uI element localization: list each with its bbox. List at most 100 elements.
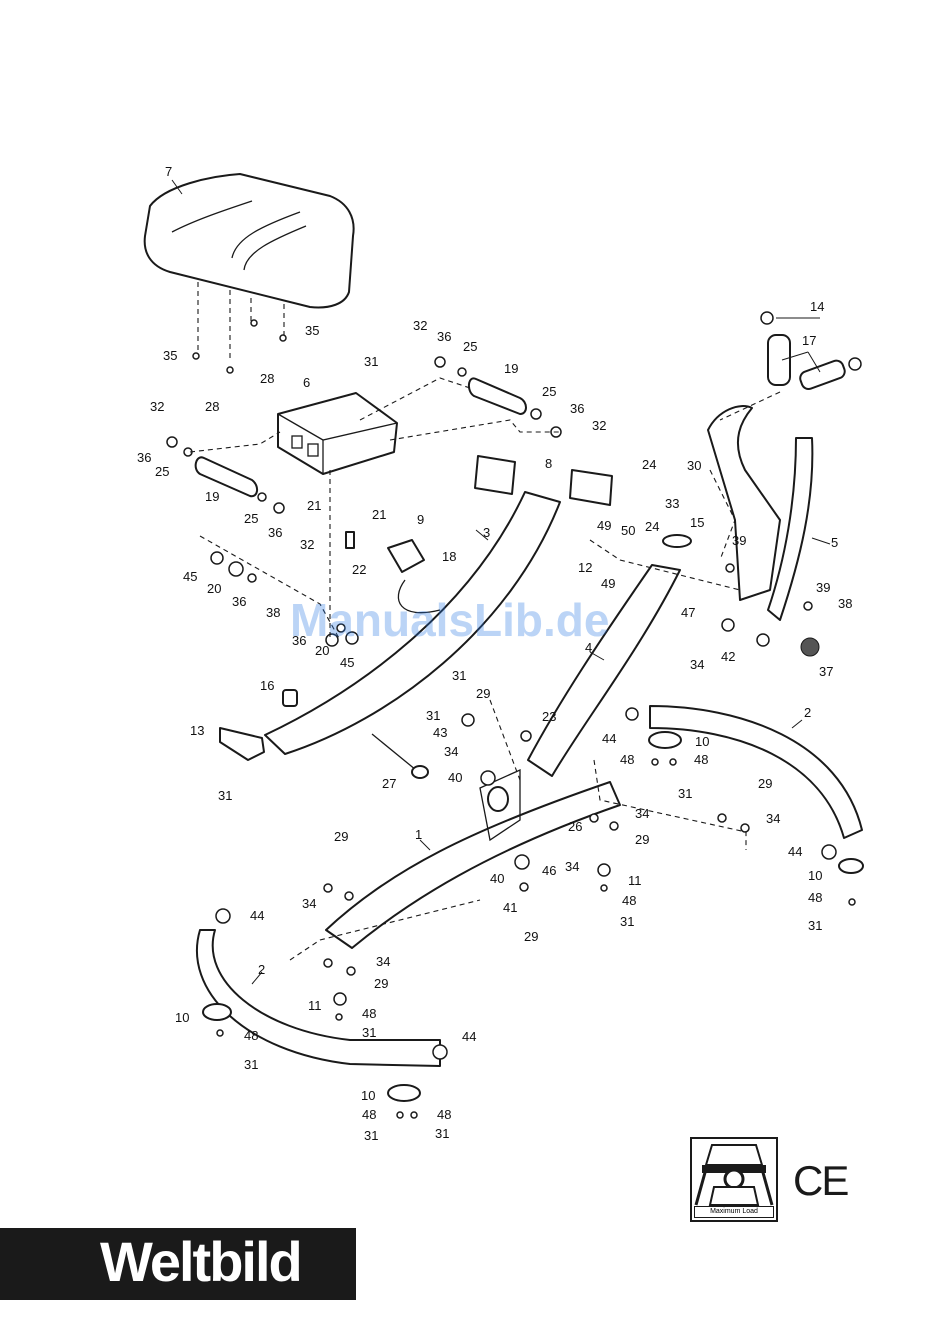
hardware-parts <box>166 311 862 1119</box>
leader-lines <box>171 179 831 985</box>
console-bracket-part <box>277 392 398 475</box>
part-number-label: 16 <box>260 678 274 693</box>
part-number-label: 31 <box>808 918 822 933</box>
part-number-label: 21 <box>307 498 321 513</box>
brand-name: Weltbild <box>100 1230 303 1293</box>
brand-bar <box>0 1228 356 1300</box>
part-number-label: 10 <box>695 734 709 749</box>
part-number-label: 11 <box>308 998 322 1013</box>
weight-icon <box>694 1144 774 1206</box>
part-number-label: 19 <box>205 489 219 504</box>
part-number-label: 29 <box>758 776 772 791</box>
part-number-label: 31 <box>364 1128 378 1143</box>
part-number-label: 40 <box>448 770 462 785</box>
part-number-label: 25 <box>463 339 477 354</box>
part-number-label: 31 <box>678 786 692 801</box>
part-number-label: 29 <box>334 829 348 844</box>
part-number-label: 5 <box>831 535 838 550</box>
part-number-label: 11 <box>628 873 642 888</box>
part-labels: 7323625193535282831625363232362519253632… <box>137 164 852 1143</box>
part-number-label: 50 <box>621 523 635 538</box>
part-number-label: 44 <box>250 908 264 923</box>
part-number-label: 38 <box>266 605 280 620</box>
main-frame-part <box>325 768 621 949</box>
assembly-lines <box>189 377 781 961</box>
part-number-label: 25 <box>542 384 556 399</box>
part-number-label: 32 <box>413 318 427 333</box>
part-number-label: 31 <box>244 1057 258 1072</box>
part-number-label: 45 <box>183 569 197 584</box>
part-number-label: 18 <box>442 549 456 564</box>
misc-parts <box>219 455 692 812</box>
part-number-label: 38 <box>838 596 852 611</box>
part-number-label: 29 <box>524 929 538 944</box>
part-number-label: 46 <box>542 863 556 878</box>
part-number-label: 30 <box>687 458 701 473</box>
part-number-label: 40 <box>490 871 504 886</box>
ce-mark: CE <box>793 1157 849 1204</box>
part-number-label: 31 <box>362 1025 376 1040</box>
part-number-label: 36 <box>570 401 584 416</box>
part-number-label: 34 <box>302 896 316 911</box>
part-number-label: 34 <box>766 811 780 826</box>
part-number-label: 36 <box>232 594 246 609</box>
part-number-label: 31 <box>364 354 378 369</box>
part-number-label: 48 <box>244 1028 258 1043</box>
part-number-label: 37 <box>819 664 833 679</box>
part-number-label: 21 <box>372 507 386 522</box>
part-number-label: 24 <box>645 519 659 534</box>
part-number-label: 34 <box>690 657 704 672</box>
part-number-label: 28 <box>205 399 219 414</box>
part-number-label: 25 <box>244 511 258 526</box>
part-number-label: 19 <box>504 361 518 376</box>
part-number-label: 10 <box>361 1088 375 1103</box>
part-number-label: 42 <box>721 649 735 664</box>
part-number-label: 9 <box>417 512 424 527</box>
part-number-label: 36 <box>292 633 306 648</box>
part-number-label: 24 <box>642 457 656 472</box>
part-number-label: 48 <box>808 890 822 905</box>
part-number-label: 10 <box>808 868 822 883</box>
part-number-label: 36 <box>137 450 151 465</box>
part-number-label: 23 <box>542 709 556 724</box>
part-number-label: 32 <box>592 418 606 433</box>
part-number-label: 2 <box>804 705 811 720</box>
part-number-label: 43 <box>433 725 447 740</box>
part-number-label: 20 <box>315 643 329 658</box>
part-number-label: 15 <box>690 515 704 530</box>
part-number-label: 14 <box>810 299 824 314</box>
upright-frame-part <box>264 491 561 755</box>
part-number-label: 31 <box>620 914 634 929</box>
part-number-label: 32 <box>300 537 314 552</box>
part-number-label: 26 <box>568 819 582 834</box>
handle-frame-part <box>707 334 846 621</box>
part-number-label: 45 <box>340 655 354 670</box>
part-number-label: 20 <box>207 581 221 596</box>
part-number-label: 29 <box>374 976 388 991</box>
part-number-label: 48 <box>620 752 634 767</box>
part-number-label: 35 <box>163 348 177 363</box>
part-number-label: 49 <box>601 576 615 591</box>
part-number-label: 29 <box>635 832 649 847</box>
part-number-label: 13 <box>190 723 204 738</box>
part-number-label: 34 <box>444 744 458 759</box>
part-number-label: 47 <box>681 605 695 620</box>
part-number-label: 17 <box>802 333 816 348</box>
seat-part <box>143 173 355 360</box>
part-number-label: 25 <box>155 464 169 479</box>
part-number-label: 27 <box>382 776 396 791</box>
part-number-label: 31 <box>426 708 440 723</box>
leveler-feet-parts <box>202 731 864 1102</box>
stabilizer-front-part <box>195 929 441 1067</box>
part-number-label: 48 <box>362 1006 376 1021</box>
part-number-label: 8 <box>545 456 552 471</box>
part-number-label: 34 <box>565 859 579 874</box>
stabilizer-rear-part <box>649 705 863 839</box>
part-number-label: 3 <box>483 525 490 540</box>
part-number-label: 2 <box>258 962 265 977</box>
part-number-label: 31 <box>218 788 232 803</box>
part-number-label: 34 <box>376 954 390 969</box>
part-number-label: 48 <box>694 752 708 767</box>
part-number-label: 48 <box>437 1107 451 1122</box>
